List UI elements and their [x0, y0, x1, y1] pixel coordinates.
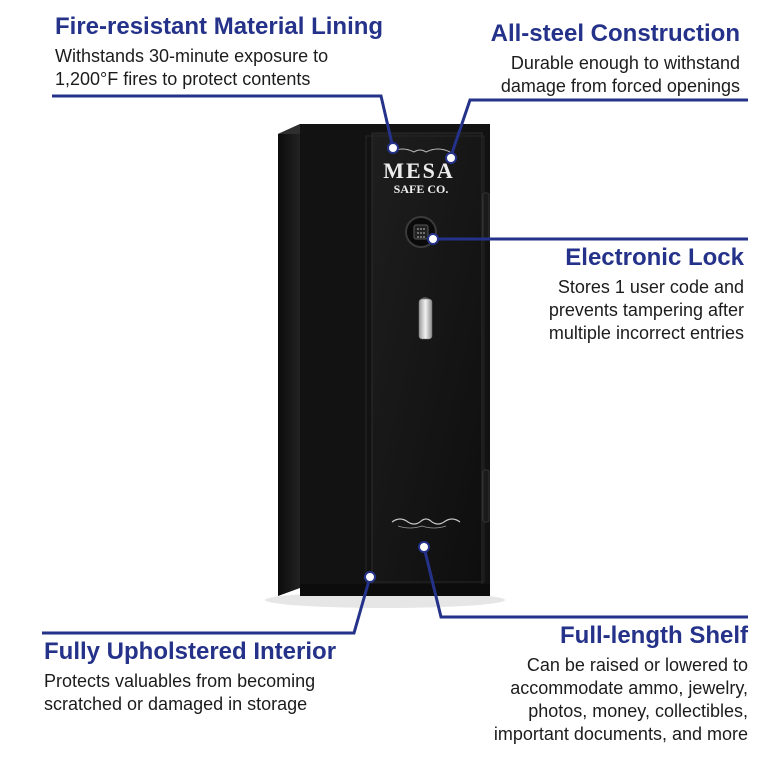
callout-line: damage from forced openings — [500, 76, 740, 96]
hinge-top — [482, 192, 490, 240]
callout-line: Can be raised or lowered to — [526, 655, 748, 675]
safe-side-panel — [278, 124, 300, 596]
dot-interior — [364, 571, 376, 583]
callout-fire-lining: Fire-resistant Material Lining Withstand… — [55, 13, 383, 91]
callout-description: Durable enough to withstand damage from … — [491, 52, 740, 98]
callout-line: important documents, and more — [493, 724, 748, 744]
callout-line: multiple incorrect entries — [548, 323, 744, 343]
safe-logo-safe-co: SAFE CO. — [394, 182, 449, 196]
callout-description: Protects valuables from becoming scratch… — [44, 670, 336, 716]
callout-line: Protects valuables from becoming — [44, 671, 316, 691]
flourish-bottom-2-icon — [397, 525, 447, 529]
safe-handle-icon — [418, 297, 433, 340]
safe-door — [371, 132, 483, 586]
callout-line: photos, money, collectibles, — [528, 701, 748, 721]
callout-title: Full-length Shelf — [560, 622, 748, 649]
safe-door-inset — [365, 135, 485, 583]
callout-electronic-lock: Electronic Lock Stores 1 user code and p… — [549, 244, 744, 345]
callout-description: Withstands 30-minute exposure to 1,200°F… — [55, 45, 383, 91]
callout-leaders — [42, 94, 748, 635]
leader-interior — [42, 576, 372, 635]
dot-fire — [387, 142, 399, 154]
callout-line: accommodate ammo, jewelry, — [510, 678, 748, 698]
callout-steel-construction: All-steel Construction Durable enough to… — [491, 20, 740, 98]
safe-base — [300, 584, 490, 596]
leader-steel — [449, 98, 748, 157]
dot-lock — [427, 233, 439, 245]
hinge-bottom — [482, 469, 490, 523]
dot-shelf — [418, 541, 430, 553]
callout-title: Fire-resistant Material Lining — [55, 13, 384, 40]
callout-full-length-shelf: Full-length Shelf Can be raised or lower… — [494, 622, 748, 746]
callout-title: Electronic Lock — [565, 244, 744, 271]
leader-shelf — [422, 546, 748, 619]
callout-description: Stores 1 user code and prevents tamperin… — [549, 276, 744, 345]
flourish-bottom-icon — [391, 518, 461, 525]
callout-dots — [364, 142, 457, 583]
safe-logo-mesa: MESA — [383, 158, 455, 183]
callout-line: Stores 1 user code and — [557, 277, 744, 297]
callout-description: Can be raised or lowered to accommodate … — [494, 654, 748, 746]
callout-line: Withstands 30-minute exposure to — [55, 46, 329, 66]
callout-line: scratched or damaged in storage — [44, 694, 308, 714]
gun-safe: MESA SAFE CO. — [265, 124, 505, 608]
flourish-top-icon — [391, 148, 451, 153]
dot-steel — [445, 152, 457, 164]
callout-title: All-steel Construction — [490, 20, 740, 47]
callout-line: Durable enough to withstand — [510, 53, 740, 73]
callout-upholstered-interior: Fully Upholstered Interior Protects valu… — [44, 638, 336, 716]
callout-line: 1,200°F fires to protect contents — [55, 69, 311, 89]
leader-fire — [52, 94, 395, 149]
callout-title: Fully Upholstered Interior — [44, 638, 337, 665]
callout-line: prevents tampering after — [548, 300, 744, 320]
